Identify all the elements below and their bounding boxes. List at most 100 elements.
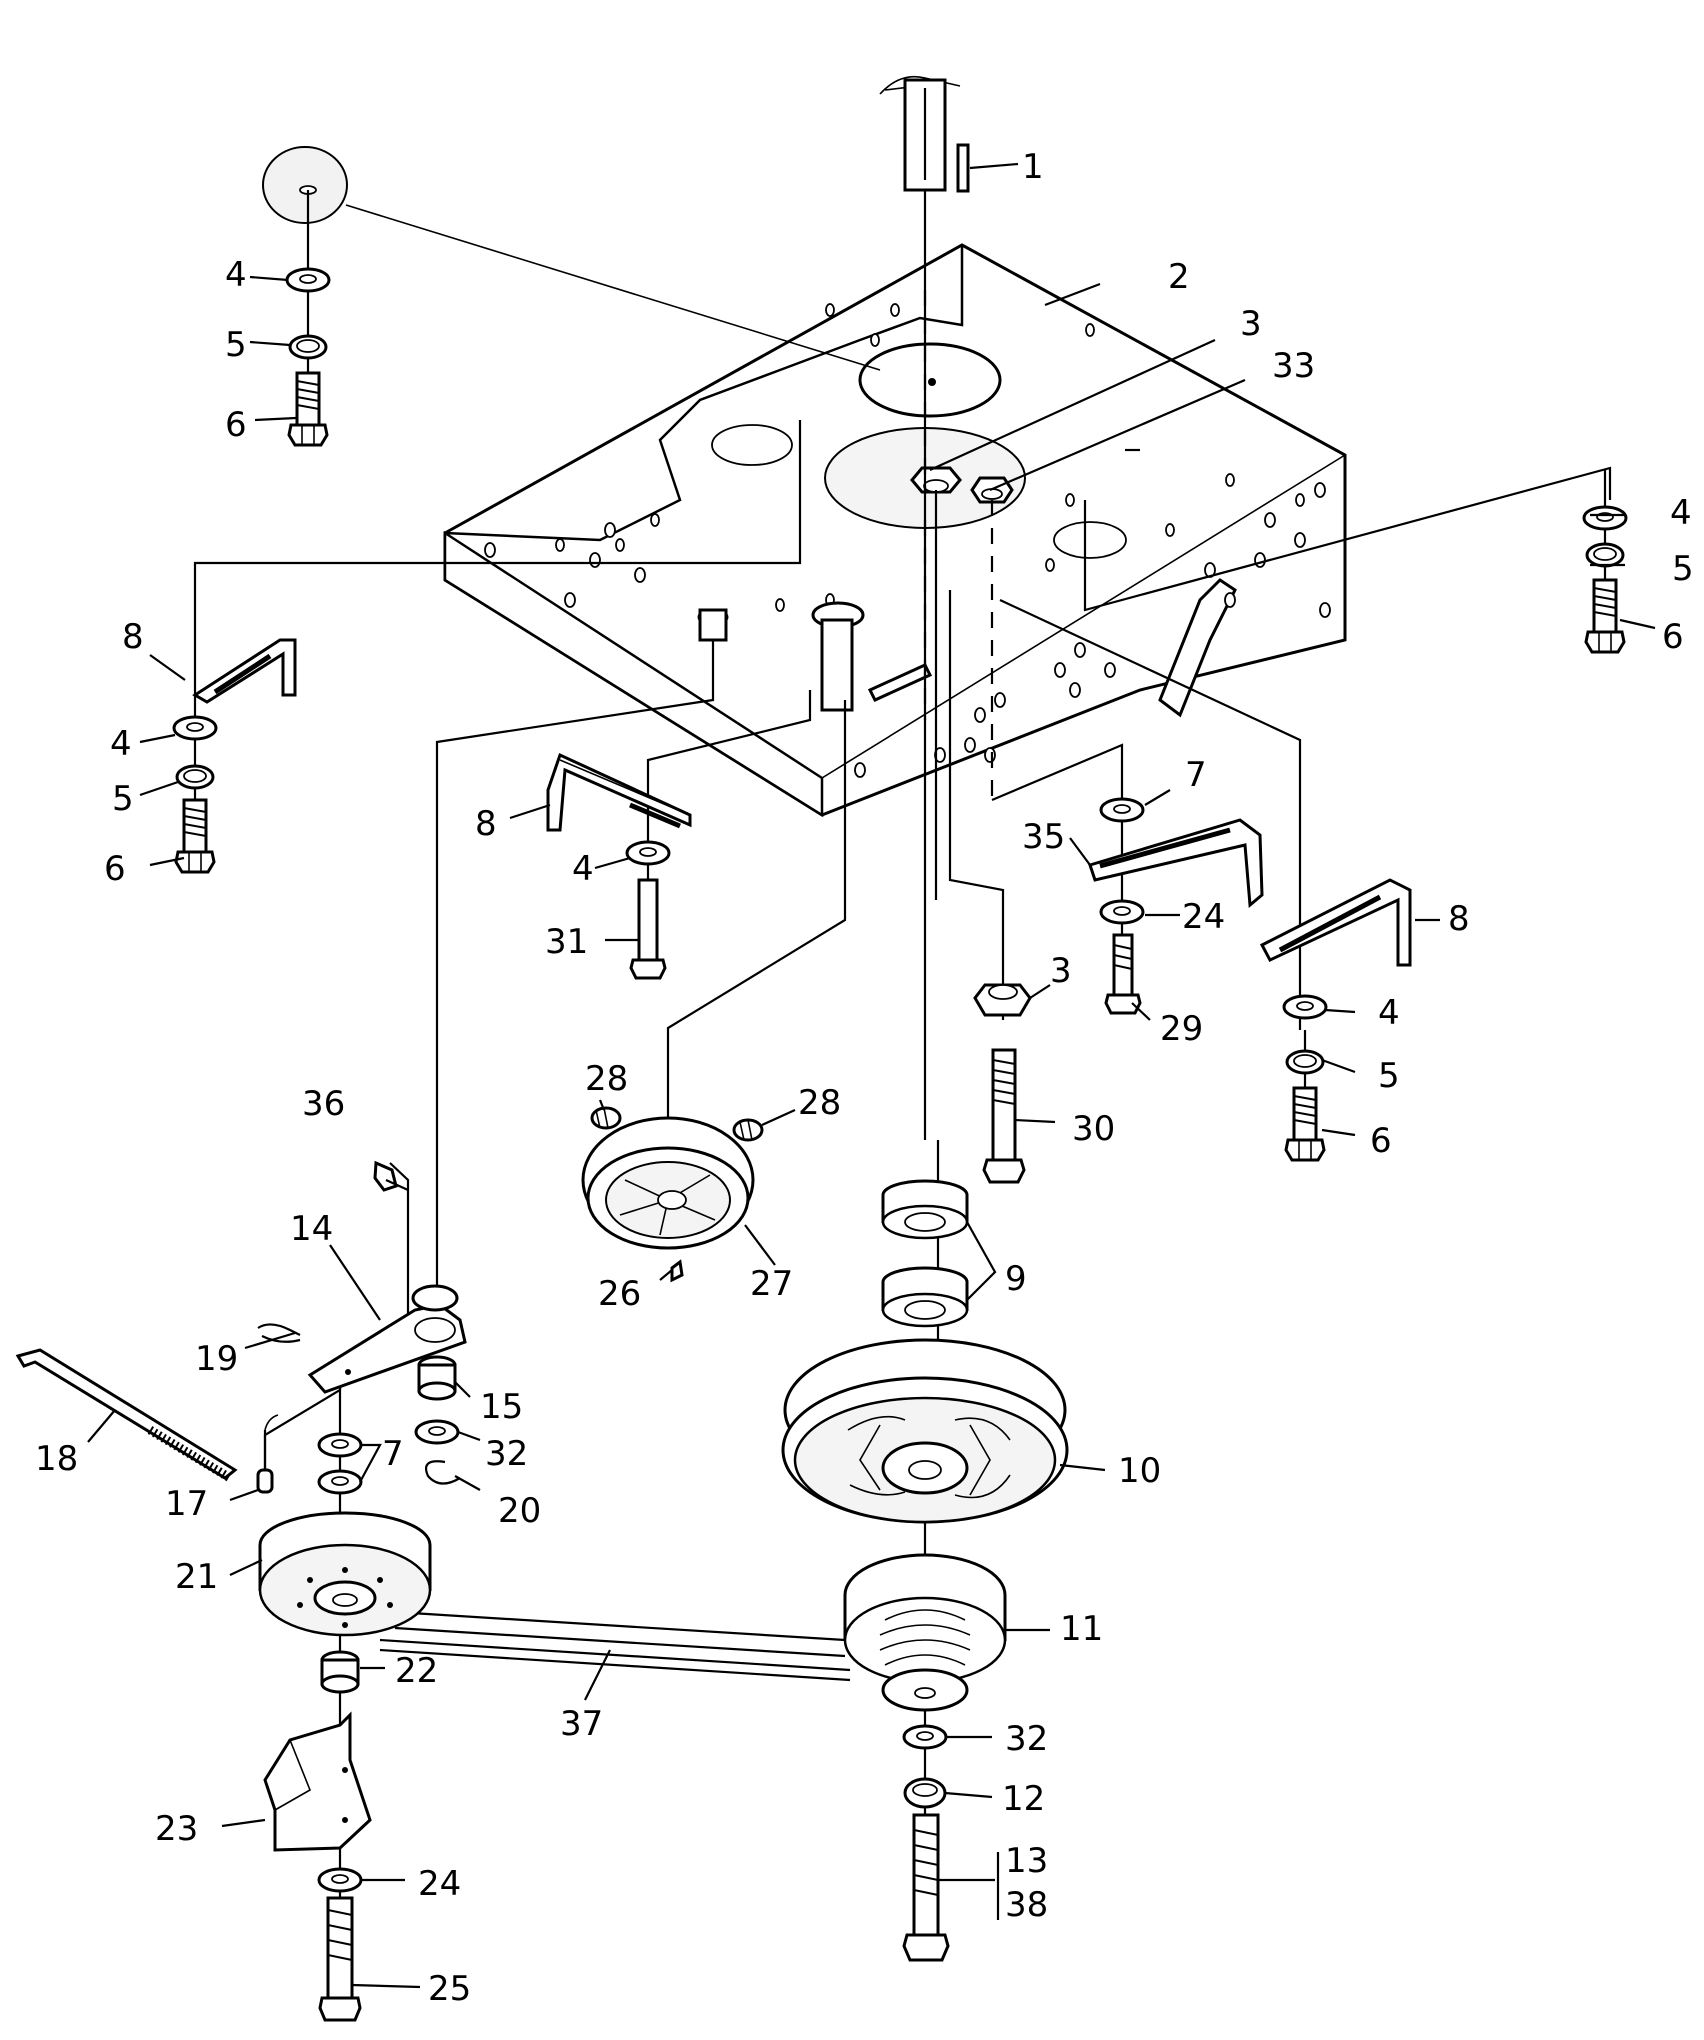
bracket-8-left <box>195 640 295 702</box>
callout-7-right: 7 <box>1185 755 1207 795</box>
callout-5-left: 5 <box>112 779 134 819</box>
washer-7-left-upper <box>317 1432 363 1458</box>
callout-21: 21 <box>175 1557 218 1597</box>
bolt-6-right <box>1584 578 1626 654</box>
bolt-30 <box>982 1048 1026 1184</box>
bracket-8-right <box>1259 878 1412 967</box>
callout-19: 19 <box>195 1339 238 1379</box>
spindle-shaft <box>879 75 961 192</box>
callout-4-right: 4 <box>1670 493 1692 533</box>
washer-24-lower <box>317 1867 363 1893</box>
washer-32-upper <box>414 1419 460 1445</box>
callout-23: 23 <box>155 1809 198 1849</box>
callout-5-top-left: 5 <box>225 325 247 365</box>
callout-24-right: 24 <box>1182 897 1225 937</box>
callout-17: 17 <box>165 1484 208 1524</box>
callout-3-top: 3 <box>1240 304 1262 344</box>
callout-11: 11 <box>1060 1609 1103 1649</box>
setscrew-28-left <box>590 1106 622 1130</box>
bolt-6-far-right <box>1284 1086 1326 1162</box>
callout-10: 10 <box>1118 1451 1161 1491</box>
callout-31: 31 <box>545 922 588 962</box>
callout-3-lower: 3 <box>1050 951 1072 991</box>
eclip-20 <box>424 1460 461 1485</box>
washer-4-far-right <box>1282 994 1328 1020</box>
key-26 <box>670 1259 684 1283</box>
lockwasher-12 <box>903 1777 947 1809</box>
belt-guard-23 <box>263 1711 372 1852</box>
bearing-9-lower <box>881 1266 969 1328</box>
callout-29: 29 <box>1160 1009 1203 1049</box>
pulley-27 <box>581 1116 755 1250</box>
bolt-25 <box>318 1896 362 2022</box>
callout-20: 20 <box>498 1491 541 1531</box>
washer-24-right <box>1099 899 1145 925</box>
callout-4-far-right: 4 <box>1378 993 1400 1033</box>
callout-1: 1 <box>1022 147 1044 187</box>
washer-4-top-left <box>285 267 331 293</box>
washer-7-right <box>1099 797 1145 823</box>
lockwasher-5-top-left <box>288 334 328 360</box>
callout-33: 33 <box>1272 346 1315 386</box>
callout-5-far-right: 5 <box>1378 1056 1400 1096</box>
callout-4-top-left: 4 <box>225 255 247 295</box>
callout-18: 18 <box>35 1439 78 1479</box>
callout-2: 2 <box>1168 257 1190 297</box>
bolt-13 <box>902 1813 950 1962</box>
callout-36: 36 <box>302 1084 345 1124</box>
callout-35: 35 <box>1022 817 1065 857</box>
nut-3-top <box>910 466 962 494</box>
bushing-15 <box>417 1355 457 1401</box>
callout-32-upper: 32 <box>485 1434 528 1474</box>
callout-6-left: 6 <box>104 849 126 889</box>
callout-5-right: 5 <box>1672 549 1694 589</box>
washer-4-right <box>1582 505 1628 531</box>
callout-37: 37 <box>560 1704 603 1744</box>
callout-13: 13 <box>1005 1841 1048 1881</box>
deck-housing <box>443 243 1347 818</box>
callout-9: 9 <box>1005 1259 1027 1299</box>
idler-arm-14 <box>307 1284 467 1394</box>
bolt-6-top-left <box>287 371 329 447</box>
callout-27: 27 <box>750 1264 793 1304</box>
callout-6-top-left: 6 <box>225 405 247 445</box>
callout-32-lower: 32 <box>1005 1719 1048 1759</box>
setscrew-28-right <box>732 1118 764 1142</box>
lockwasher-5-left <box>175 764 215 790</box>
cover-disc <box>262 146 881 371</box>
callout-22: 22 <box>395 1651 438 1691</box>
bracket-35 <box>1088 818 1264 908</box>
callout-6-far-right: 6 <box>1370 1121 1392 1161</box>
key-pin <box>956 143 1019 193</box>
callout-labels: 1 2 3 33 4 5 6 4 5 6 8 4 5 6 8 4 31 7 35… <box>35 147 1694 2009</box>
callout-26: 26 <box>598 1274 641 1314</box>
bolt-29 <box>1104 933 1142 1015</box>
callout-28-left: 28 <box>585 1059 628 1099</box>
callout-25: 25 <box>428 1969 471 2009</box>
callout-15: 15 <box>480 1387 523 1427</box>
spacer-22 <box>320 1650 360 1694</box>
washer-4-left <box>172 715 218 741</box>
rod-18 <box>15 1348 238 1482</box>
belt-37 <box>379 1610 851 1682</box>
washer-32-lower <box>902 1724 948 1750</box>
idler-pulley-21 <box>258 1511 432 1637</box>
callout-8-center: 8 <box>475 804 497 844</box>
callout-4-center: 4 <box>572 849 594 889</box>
nut-3-lower <box>973 983 1032 1017</box>
label-leaders <box>87 275 1656 1989</box>
callout-8-right: 8 <box>1448 899 1470 939</box>
bolt-6-left <box>174 798 216 874</box>
callout-38: 38 <box>1005 1885 1048 1925</box>
grease-fitting-36 <box>373 1160 409 1192</box>
washer-4-center <box>625 840 671 866</box>
pulley-10 <box>781 1338 1069 1524</box>
callout-6-right: 6 <box>1662 617 1684 657</box>
bearing-9-upper <box>881 1179 969 1240</box>
pulley-11 <box>843 1553 1007 1712</box>
lockwasher-5-right <box>1585 542 1625 568</box>
bracket-8-center <box>546 752 692 832</box>
clip-19 <box>257 1323 301 1343</box>
callout-24-lower: 24 <box>418 1864 461 1904</box>
